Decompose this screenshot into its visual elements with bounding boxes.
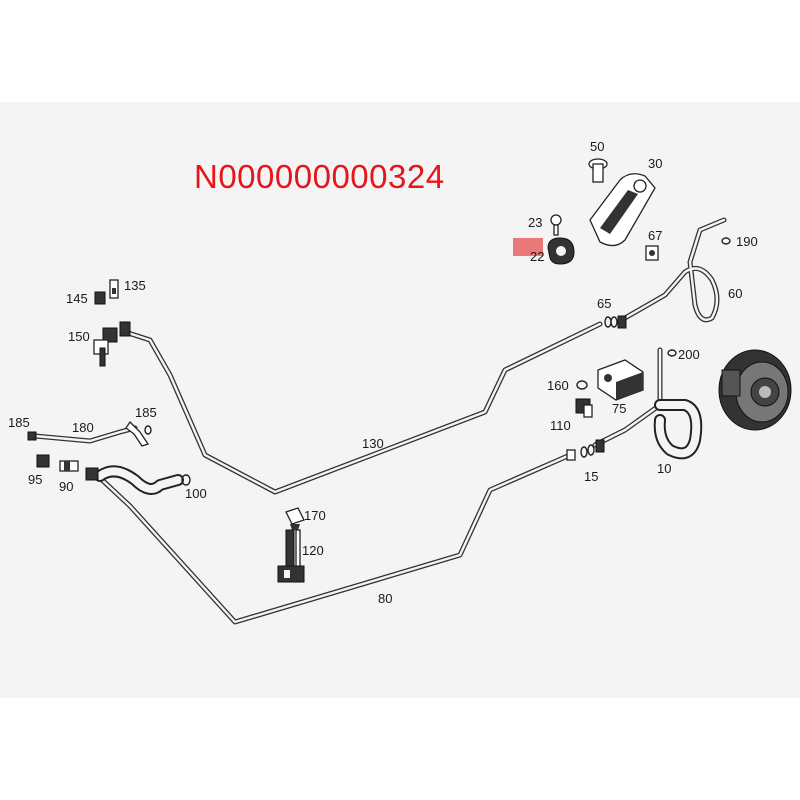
clamp-22[interactable] [547,237,575,265]
label-23: 23 [528,215,542,230]
pipe-130[interactable] [122,321,603,495]
label-130: 130 [362,436,384,451]
o-ring-100[interactable] [181,474,191,486]
clip-170[interactable] [285,507,305,530]
o-ring-190[interactable] [721,237,731,245]
label-120: 120 [302,543,324,558]
label-22: 22 [530,249,544,264]
label-90: 90 [59,479,73,494]
bracket-30[interactable] [589,173,656,247]
label-110: 110 [550,418,571,433]
label-100: 100 [185,486,207,501]
o-ring-15[interactable] [566,439,605,461]
label-67: 67 [648,228,662,243]
pipe-180[interactable] [32,425,138,444]
bracket-185-pipe[interactable] [125,420,152,447]
label-150: 150 [68,329,90,344]
bolt-50[interactable] [588,158,608,183]
label-80: 80 [378,591,392,606]
part-number: N000000000324 [194,158,445,195]
pipe-80[interactable] [97,452,573,625]
label-15: 15 [584,469,598,484]
valve-110[interactable] [575,398,593,418]
label-65: 65 [597,296,611,311]
label-170: 170 [304,508,326,523]
cap-95[interactable] [36,454,50,468]
label-185-right: 185 [135,405,157,420]
label-180: 180 [72,420,94,435]
compressor[interactable] [718,349,792,431]
highlight-marker [513,238,543,256]
hose-10[interactable] [592,347,703,460]
grommet-67[interactable] [645,245,659,261]
screw-23[interactable] [550,214,562,236]
hose-60[interactable] [622,217,727,323]
label-160: 160 [547,378,569,393]
label-190: 190 [736,234,758,249]
holder-120[interactable] [277,529,305,583]
label-50: 50 [590,139,604,154]
label-185-left: 185 [8,415,30,430]
o-ring-65[interactable] [604,315,627,329]
label-145: 145 [66,291,88,306]
cap-145[interactable] [94,291,106,305]
block-75[interactable] [597,359,644,401]
label-135: 135 [124,278,146,293]
seal-160[interactable] [576,380,588,390]
label-95: 95 [28,472,42,487]
o-ring-185-left[interactable] [27,431,37,441]
label-10: 10 [657,461,671,476]
hose-100[interactable] [94,465,184,495]
label-60: 60 [728,286,742,301]
valve-90[interactable] [59,460,99,481]
valve-135[interactable] [109,279,119,299]
label-200: 200 [678,347,700,362]
label-30: 30 [648,156,662,171]
o-ring-200[interactable] [667,349,677,357]
label-75: 75 [612,401,626,416]
connector-150[interactable] [93,321,131,367]
